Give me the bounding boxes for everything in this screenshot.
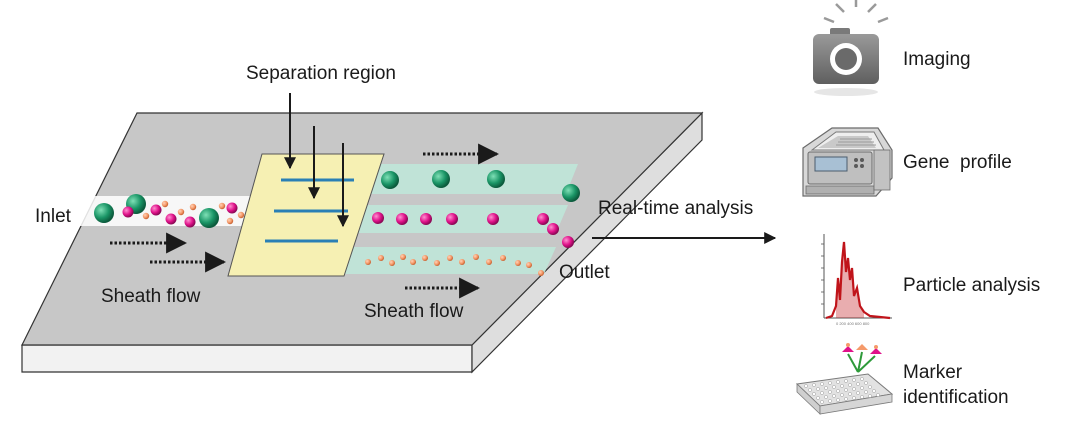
medium-particle — [150, 204, 162, 216]
medium-particle — [165, 213, 177, 225]
imaging-label: Imaging — [903, 49, 971, 70]
outlet-lane-medium — [350, 205, 568, 233]
flow-arrows — [110, 143, 500, 299]
particles — [94, 170, 580, 276]
small-particle — [365, 259, 371, 265]
small-particle — [400, 254, 406, 260]
separation-region-label: Separation region — [246, 63, 396, 84]
large-particle — [562, 184, 580, 202]
medium-particle — [446, 213, 458, 225]
medium-particle — [537, 213, 549, 225]
small-particle — [447, 255, 453, 261]
sheath-flow-right-label: Sheath flow — [364, 301, 464, 322]
small-particle — [434, 260, 440, 266]
small-particle — [161, 200, 169, 208]
outlet-lane-small — [338, 247, 556, 274]
camera-icon — [813, 0, 889, 96]
large-particle — [199, 208, 219, 228]
realtime-label: Real-time analysis — [598, 198, 753, 219]
medium-particle — [184, 216, 196, 228]
small-particle — [142, 212, 150, 220]
small-particle — [177, 208, 185, 216]
sheath-flow-left-label: Sheath flow — [101, 286, 201, 307]
outlet-lane-large — [362, 164, 578, 194]
small-particle — [526, 262, 532, 268]
small-particle — [538, 270, 544, 276]
small-particle — [389, 260, 395, 266]
marker-label: Marker — [903, 362, 963, 383]
chip-front-side — [21, 344, 473, 373]
separation-arrows — [284, 93, 349, 228]
large-particle — [487, 170, 505, 188]
outlet-label: Outlet — [559, 262, 610, 283]
medium-particle — [547, 223, 559, 235]
large-particle — [381, 171, 399, 189]
outlet-lanes — [338, 164, 578, 274]
microplate-icon — [795, 343, 894, 415]
particle-analysis-label: Particle analysis — [903, 275, 1040, 296]
small-particle — [378, 255, 384, 261]
thermocycler-icon — [802, 127, 893, 197]
gene-profile-label: Gene profile — [903, 152, 1012, 173]
small-particle — [500, 255, 506, 261]
small-particle — [459, 259, 465, 265]
svg-text:0 200 400 600 800: 0 200 400 600 800 — [836, 321, 870, 326]
small-particle — [226, 217, 234, 225]
small-particle — [473, 254, 479, 260]
inlet-label: Inlet — [35, 206, 72, 227]
small-particle — [410, 259, 416, 265]
small-particle — [237, 211, 245, 219]
small-particle — [515, 260, 521, 266]
medium-particle — [122, 206, 134, 218]
medium-particle — [562, 236, 574, 248]
medium-particle — [396, 213, 408, 225]
medium-particle — [226, 202, 238, 214]
medium-particle — [487, 213, 499, 225]
small-particle — [422, 255, 428, 261]
small-particle — [189, 203, 197, 211]
medium-particle — [420, 213, 432, 225]
medium-particle — [372, 212, 384, 224]
large-particle — [94, 203, 114, 223]
small-particle — [218, 202, 226, 210]
separation-lines — [265, 178, 354, 243]
small-particle — [486, 259, 492, 265]
large-particle — [432, 170, 450, 188]
identification-label: identification — [903, 387, 1009, 408]
histogram-icon: 0 200 400 600 800 — [821, 234, 892, 326]
